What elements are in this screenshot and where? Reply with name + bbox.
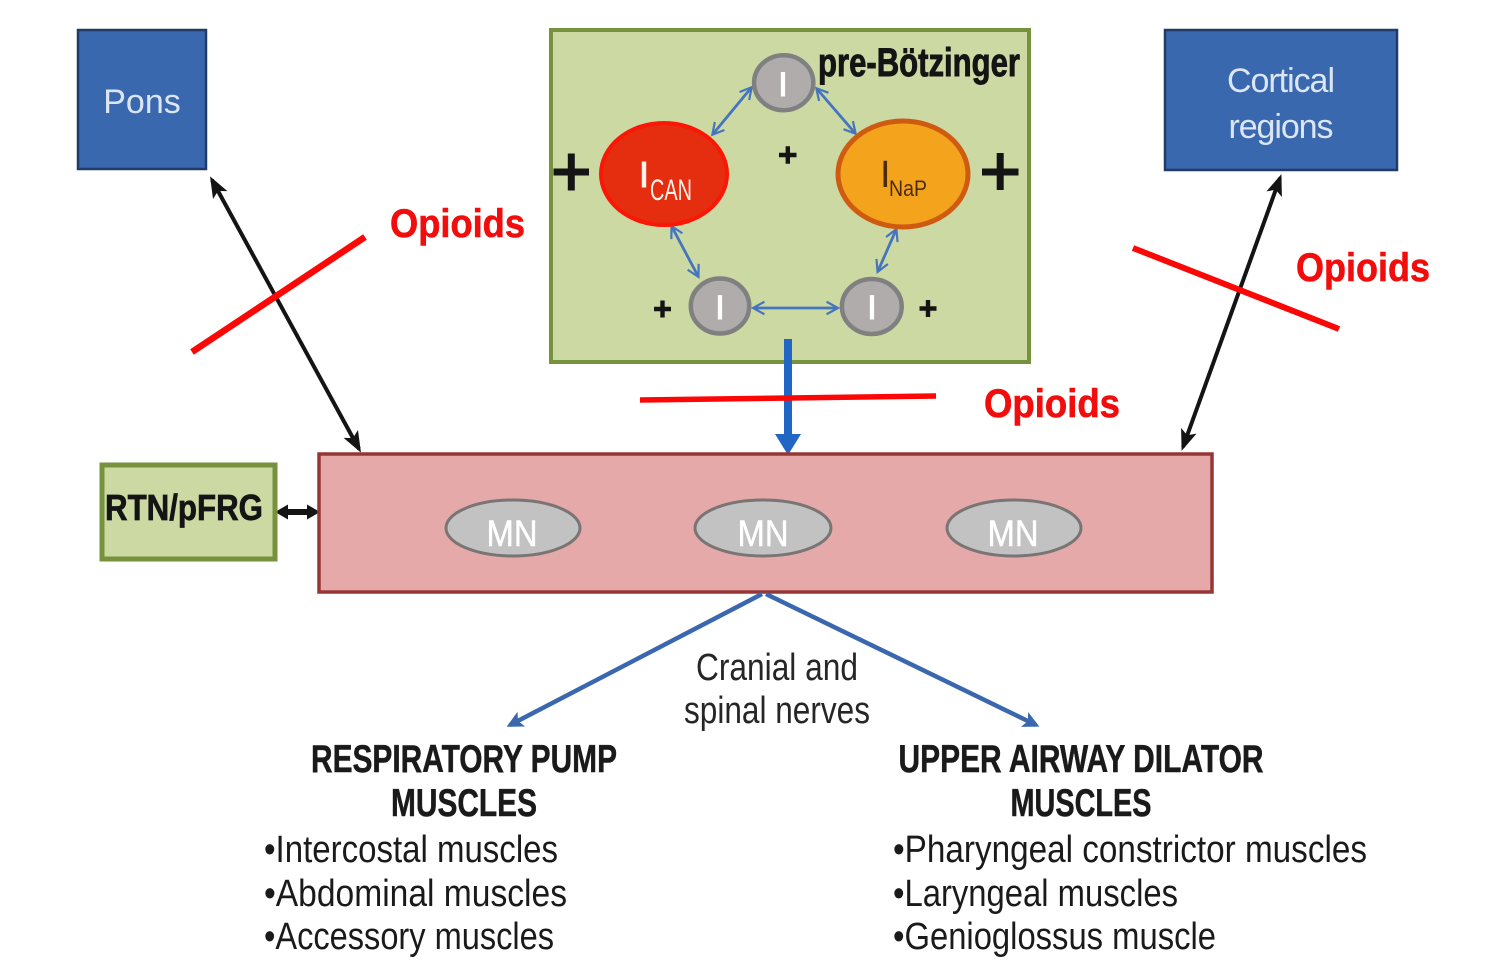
- svg-text:MUSCLES: MUSCLES: [391, 782, 537, 825]
- svg-text:•Abdominal muscles: •Abdominal muscles: [264, 873, 567, 915]
- svg-text:CAN: CAN: [650, 174, 692, 207]
- svg-text:Pons: Pons: [103, 83, 181, 121]
- svg-text:Opioids: Opioids: [390, 202, 525, 246]
- svg-text:•Genioglossus muscle: •Genioglossus muscle: [893, 916, 1216, 958]
- svg-text:MN: MN: [988, 512, 1039, 554]
- svg-text:Cranial and: Cranial and: [696, 647, 858, 689]
- svg-text:Opioids: Opioids: [984, 382, 1120, 426]
- svg-text:•Pharyngeal constrictor muscle: •Pharyngeal constrictor muscles: [893, 829, 1367, 871]
- svg-text:•Laryngeal muscles: •Laryngeal muscles: [893, 873, 1178, 915]
- svg-text:MN: MN: [738, 512, 789, 554]
- svg-text:Opioids: Opioids: [1296, 246, 1430, 290]
- svg-text:•Intercostal muscles: •Intercostal muscles: [264, 829, 558, 871]
- svg-text:pre-Bötzinger: pre-Bötzinger: [818, 41, 1020, 85]
- svg-text:spinal nerves: spinal nerves: [684, 690, 870, 732]
- svg-text:RESPIRATORY PUMP: RESPIRATORY PUMP: [311, 738, 617, 781]
- svg-text:regions: regions: [1229, 108, 1334, 146]
- svg-text:MN: MN: [487, 512, 538, 554]
- svg-text:Cortical: Cortical: [1227, 62, 1335, 100]
- svg-text:I: I: [715, 289, 724, 327]
- svg-text:I: I: [867, 289, 876, 327]
- svg-text:I: I: [639, 154, 649, 195]
- svg-text:I: I: [880, 154, 891, 196]
- svg-text:•Accessory muscles: •Accessory muscles: [264, 916, 554, 958]
- svg-text:RTN/pFRG: RTN/pFRG: [105, 487, 263, 528]
- svg-text:NaP: NaP: [889, 176, 927, 201]
- svg-text:UPPER AIRWAY DILATOR: UPPER AIRWAY DILATOR: [899, 738, 1264, 781]
- svg-text:MUSCLES: MUSCLES: [1011, 782, 1152, 825]
- svg-text:I: I: [778, 66, 787, 104]
